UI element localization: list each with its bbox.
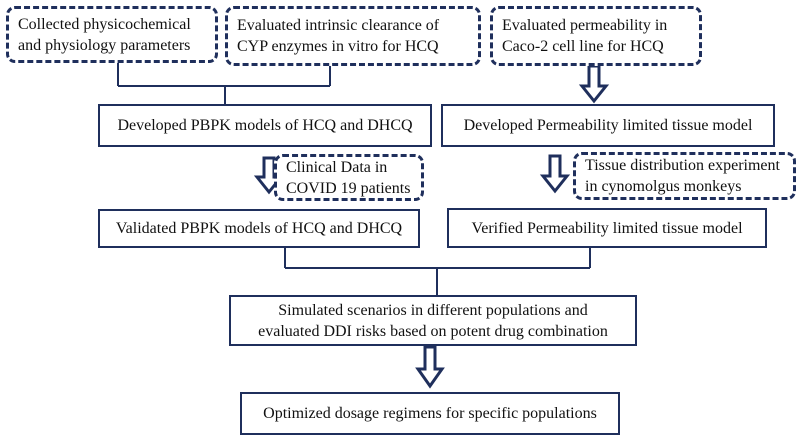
box-text-line: Verified Permeability limited tissue mod… — [471, 219, 743, 237]
down-arrow-icon — [539, 154, 571, 194]
optimized-regimens-box: Optimized dosage regimens for specific p… — [240, 392, 620, 435]
box-text-line: Simulated scenarios in different populat… — [278, 301, 588, 319]
box-text-line: Developed Permeability limited tissue mo… — [463, 117, 753, 134]
verified-tissue-model-box: Verified Permeability limited tissue mod… — [447, 208, 767, 248]
develop-pbpk-box: Developed PBPK models of HCQ and DHCQ — [98, 104, 432, 147]
validated-pbpk-box: Validated PBPK models of HCQ and DHCQ — [98, 209, 420, 248]
box-text-line: Tissue distribution experiment — [585, 157, 780, 174]
box-text-line: in cynomolgus monkeys — [585, 178, 742, 195]
box-text-line: COVID 19 patients — [286, 179, 411, 197]
box-text-line: Optimized dosage regimens for specific p… — [263, 405, 597, 422]
box-text-line: Evaluated intrinsic clearance of — [237, 17, 440, 34]
clinical-data-box: Clinical Data in COVID 19 patients — [274, 154, 424, 201]
box-text-line: Clinical Data in — [286, 158, 388, 176]
box-text-line: and physiology parameters — [18, 36, 191, 54]
simulated-scenarios-box: Simulated scenarios in different populat… — [229, 295, 637, 346]
intrinsic-clearance-box: Evaluated intrinsic clearance of CYP enz… — [225, 6, 481, 66]
box-text-line: Collected physicochemical — [18, 15, 191, 33]
down-arrow-icon — [578, 64, 610, 104]
box-text-line: CYP enzymes in vitro for HCQ — [237, 38, 439, 55]
box-text-line: Developed PBPK models of HCQ and DHCQ — [117, 117, 413, 134]
down-arrow-icon — [415, 345, 445, 389]
develop-tissue-model-box: Developed Permeability limited tissue mo… — [441, 104, 775, 147]
box-text-line: Validated PBPK models of HCQ and DHCQ — [115, 220, 403, 237]
box-text-line: Caco-2 cell line for HCQ — [502, 38, 664, 55]
physchem-parameters-box: Collected physicochemical and physiology… — [6, 6, 218, 63]
caco2-permeability-box: Evaluated permeability in Caco-2 cell li… — [490, 6, 702, 66]
box-text-line: evaluated DDI risks based on potent drug… — [258, 322, 608, 340]
tissue-experiment-box: Tissue distribution experiment in cynomo… — [573, 152, 796, 200]
box-text-line: Evaluated permeability in — [502, 17, 668, 34]
